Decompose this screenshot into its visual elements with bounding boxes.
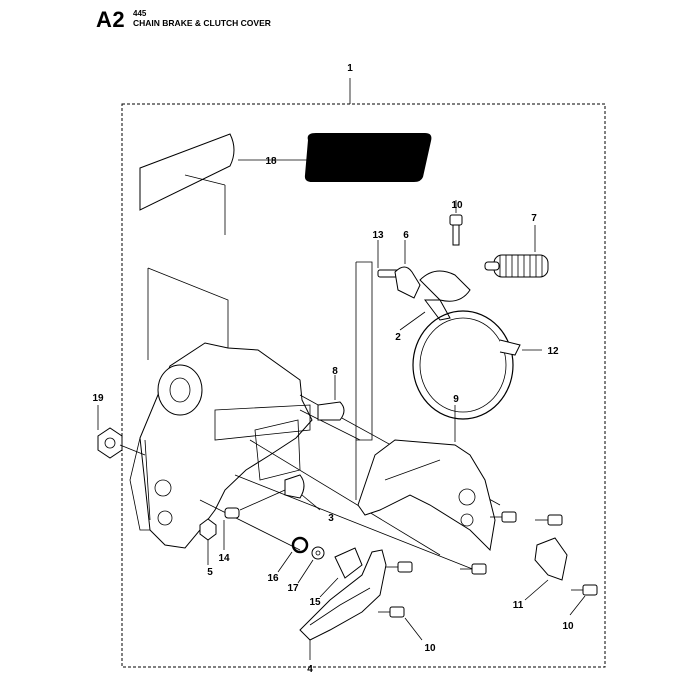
part-3-adjuster <box>239 474 321 511</box>
screw-b <box>490 511 517 523</box>
kit-boundary-box <box>121 103 606 668</box>
callout-10-top: 10 <box>451 200 463 211</box>
callout-2: 2 <box>395 332 401 343</box>
screw-c <box>460 563 487 575</box>
screw-a <box>535 514 563 526</box>
brake-mechanism <box>377 200 549 331</box>
part-9-sprocket-guard <box>357 405 496 552</box>
clutch-cover-housing <box>129 342 501 571</box>
section-code: A2 <box>96 7 126 32</box>
callout-17: 17 <box>287 583 299 594</box>
callout-8: 8 <box>332 366 338 377</box>
parts-16-17-15 <box>277 536 363 598</box>
part-15-gear <box>334 547 363 579</box>
model-number: 445 <box>133 9 147 18</box>
part-12-brake-band <box>412 310 542 420</box>
callout-4: 4 <box>307 664 313 675</box>
callout-3: 3 <box>328 513 334 524</box>
part-18-decals <box>139 133 432 235</box>
callout-18: 18 <box>265 156 277 167</box>
callout-12: 12 <box>547 346 559 357</box>
decal-white <box>139 133 235 211</box>
screw-d <box>386 561 413 573</box>
callout-13: 13 <box>372 230 384 241</box>
reference-lines <box>147 261 373 500</box>
callout-10-right: 10 <box>562 621 574 632</box>
callout-5: 5 <box>207 567 213 578</box>
screw-e <box>378 606 423 641</box>
part-4-handle-cover <box>299 549 387 660</box>
part-5-nut <box>199 518 217 565</box>
callout-6: 6 <box>403 230 409 241</box>
spring-7 <box>484 254 549 278</box>
decal-black <box>304 133 432 182</box>
callout-1: 1 <box>347 63 353 74</box>
part-17-washer <box>311 546 325 560</box>
screw-f <box>569 584 598 616</box>
callout-19: 19 <box>92 393 104 404</box>
section-title: CHAIN BRAKE & CLUTCH COVER <box>133 18 271 28</box>
callout-10-bottom: 10 <box>424 643 436 654</box>
part-11-cover <box>524 537 568 601</box>
part-19-nut <box>97 405 146 459</box>
callout-15: 15 <box>309 597 321 608</box>
part-16-o-ring <box>291 536 309 554</box>
part-8-bushing <box>317 375 345 421</box>
callout-16: 16 <box>267 573 279 584</box>
part-14-screw <box>223 507 240 550</box>
screws-part-10 <box>378 511 598 641</box>
callout-14: 14 <box>218 553 230 564</box>
callout-7: 7 <box>531 213 537 224</box>
callout-9: 9 <box>453 394 459 405</box>
callout-11: 11 <box>513 600 524 611</box>
